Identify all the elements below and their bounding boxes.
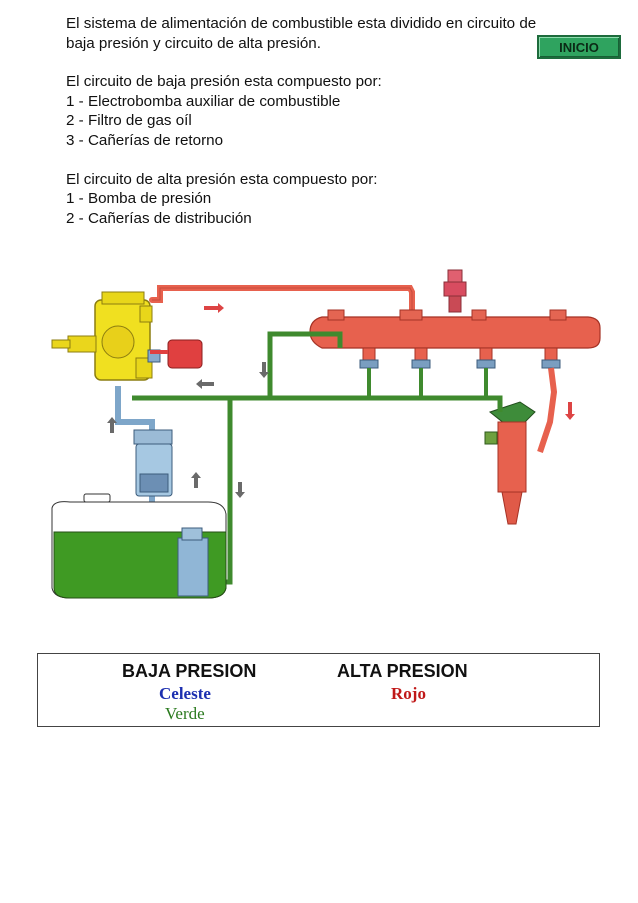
pressure-sensor xyxy=(443,269,467,313)
flow-arrow-icon xyxy=(565,402,575,420)
low-circuit-item-2: 2 - Filtro de gas oíl xyxy=(66,112,192,130)
high-pressure-pump xyxy=(51,291,161,381)
pressure-regulator xyxy=(167,339,203,369)
low-circuit-heading: El circuito de baja presión esta compues… xyxy=(66,73,382,91)
return-line-main xyxy=(132,395,503,412)
high-circuit-heading: El circuito de alta presión esta compues… xyxy=(66,170,378,188)
common-rail xyxy=(309,316,601,349)
injector xyxy=(484,401,536,525)
flow-arrow-icon xyxy=(196,379,214,389)
low-circuit-item-3: 3 - Cañerías de retorno xyxy=(66,131,224,149)
flow-arrow-icon xyxy=(259,362,269,378)
legend-celeste: Celeste xyxy=(159,684,211,703)
intro-line-1: El sistema de alimentación de combustibl… xyxy=(66,15,537,32)
flow-arrow-icon xyxy=(204,303,224,313)
legend-high-pressure-title: ALTA PRESION xyxy=(337,661,468,681)
intro-line-2: baja presión y circuito de alta presión. xyxy=(66,34,321,52)
high-circuit-item-1: 1 - Bomba de presión xyxy=(66,190,212,208)
color-legend: BAJA PRESION ALTA PRESION Celeste Verde … xyxy=(37,653,600,727)
description-text: El sistema de alimentación de combustibl… xyxy=(66,14,606,228)
fuel-filter xyxy=(133,429,173,497)
flow-arrow-icon xyxy=(107,417,117,433)
fuel-system-diagram xyxy=(51,269,601,599)
high-pressure-feed-pipe xyxy=(149,285,415,313)
low-circuit-item-1: 1 - Electrobomba auxiliar de combustible xyxy=(66,92,341,110)
inicio-button[interactable]: INICIO xyxy=(537,35,621,59)
legend-low-pressure-title: BAJA PRESION xyxy=(122,661,257,681)
fuel-tank xyxy=(51,493,227,599)
flow-arrow-icon xyxy=(235,482,245,498)
flow-arrow-icon xyxy=(191,472,201,488)
legend-verde: Verde xyxy=(165,704,205,723)
return-line-top xyxy=(267,331,343,348)
legend-rojo: Rojo xyxy=(391,684,426,703)
high-circuit-item-2: 2 - Cañerías de distribución xyxy=(66,209,252,227)
